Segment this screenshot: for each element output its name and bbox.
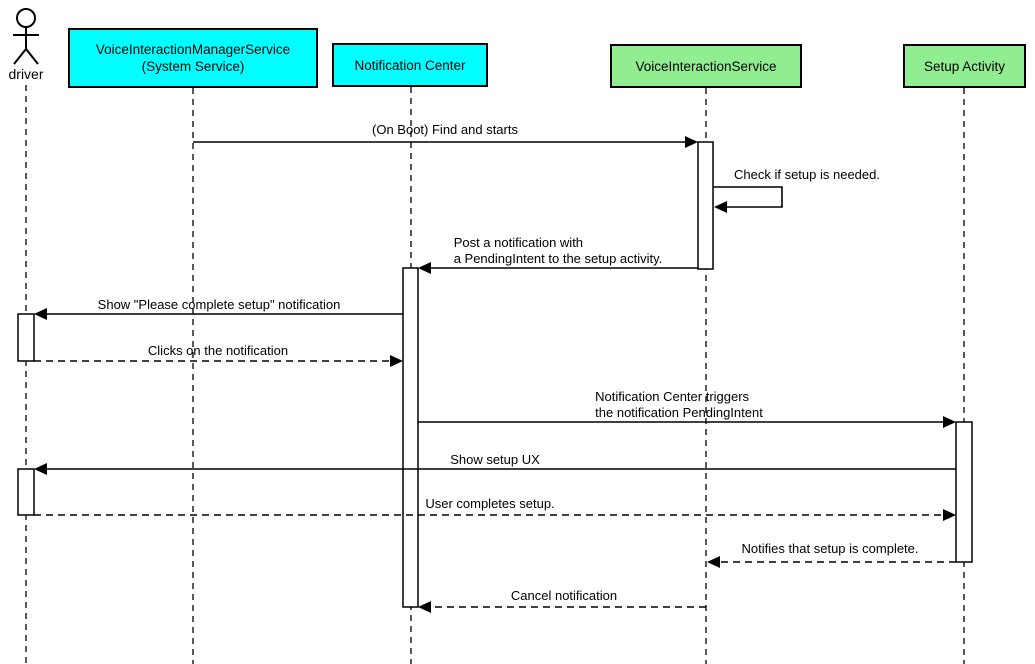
participant-label: VoiceInteractionManagerService (System S… <box>95 42 291 74</box>
message-3-arrow <box>418 262 698 274</box>
message-10-arrow <box>418 601 706 613</box>
participant-voice-interaction-service: VoiceInteractionService <box>610 44 802 88</box>
message-1-label: (On Boot) Find and starts <box>372 122 518 137</box>
message-8-label: User completes setup. <box>425 496 555 511</box>
message-8-arrow <box>34 509 956 521</box>
notification-center-activation <box>402 267 419 608</box>
message-9-label: Notifies that setup is complete. <box>741 541 919 556</box>
message-2-label: Check if setup is needed. <box>734 167 880 182</box>
message-1-arrow <box>193 136 698 148</box>
message-7-label: Show setup UX <box>450 452 540 467</box>
driver-activation-1 <box>17 313 35 362</box>
message-4-arrow <box>34 308 403 320</box>
message-5-arrow <box>34 355 403 367</box>
message-2-self-arrow <box>713 186 783 213</box>
driver-activation-2 <box>17 468 35 516</box>
setup-activity-activation <box>955 421 973 563</box>
participant-setup-activity: Setup Activity <box>903 44 1026 88</box>
driver-actor-icon <box>13 8 39 65</box>
message-6-label: Notification Center triggers the notific… <box>595 389 763 420</box>
participant-driver-label: driver <box>8 66 44 82</box>
participant-voice-interaction-manager-service: VoiceInteractionManagerService (System S… <box>68 28 318 88</box>
participant-label: VoiceInteractionService <box>635 58 777 74</box>
message-7-arrow <box>34 463 956 475</box>
participant-label: Setup Activity <box>923 58 1006 74</box>
message-3-label: Post a notification with a PendingIntent… <box>453 235 663 266</box>
participant-notification-center: Notification Center <box>332 43 488 87</box>
message-5-label: Clicks on the notification <box>147 343 289 358</box>
participant-label: Notification Center <box>354 57 466 73</box>
voice-interaction-service-activation <box>697 141 714 270</box>
message-4-label: Show "Please complete setup" notificatio… <box>97 297 341 312</box>
message-10-label: Cancel notification <box>510 588 618 603</box>
message-9-arrow <box>707 556 956 568</box>
message-6-arrow <box>418 416 956 428</box>
